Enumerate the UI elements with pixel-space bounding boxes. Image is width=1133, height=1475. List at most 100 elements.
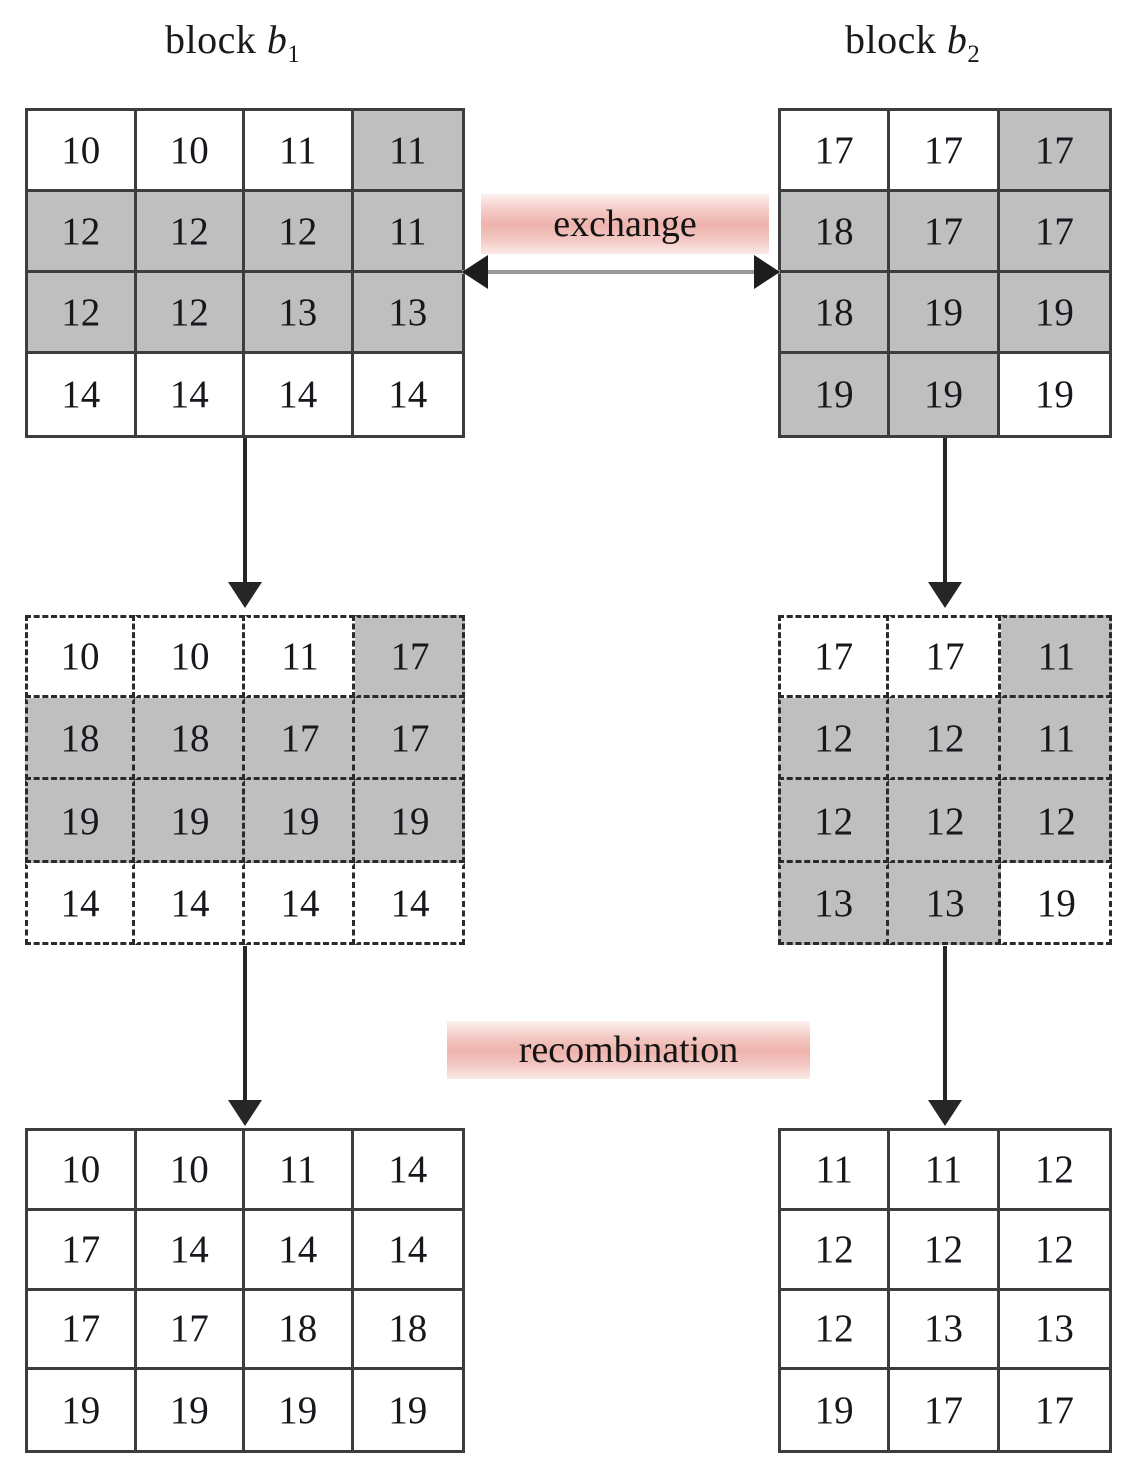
grid-cell: 14	[245, 862, 355, 945]
grid-cell: 14	[355, 862, 465, 945]
grid-cell: 19	[781, 1370, 891, 1450]
exchange-arrow-shaft	[462, 270, 780, 274]
grid-cell: 13	[778, 862, 890, 945]
grid-cell: 11	[353, 192, 462, 273]
grid-cell: 18	[25, 697, 135, 780]
grid-cell: 14	[28, 354, 137, 435]
grid-cell: 13	[353, 273, 462, 354]
grid-cell: 17	[778, 615, 890, 698]
grid-cell: 17	[999, 111, 1109, 192]
grid-cell: 11	[245, 111, 354, 192]
grid-cell: 17	[28, 1210, 137, 1291]
grid-cell: 19	[353, 1370, 462, 1450]
exchange-arrow-head-right	[754, 255, 780, 289]
grid-cell: 19	[135, 780, 245, 863]
arrow-b2-mid-to-bottom-shaft	[943, 946, 947, 1102]
arrow-b1-top-to-mid-shaft	[243, 438, 247, 584]
grid-cell: 10	[136, 111, 245, 192]
grid-cell: 14	[135, 862, 245, 945]
grid-cell: 17	[28, 1290, 137, 1371]
arrow-b1-top-to-mid-head	[228, 582, 262, 608]
grid-cell: 18	[135, 697, 245, 780]
grid-cell: 14	[353, 1131, 462, 1211]
grid-cell: 19	[245, 1370, 354, 1450]
grid-cell: 17	[355, 615, 465, 698]
grid-cell: 11	[245, 615, 355, 698]
grid-cell: 10	[28, 111, 137, 192]
grid-cell: 17	[781, 111, 891, 192]
grid-cell: 14	[136, 1210, 245, 1291]
grid-cell: 14	[353, 354, 462, 435]
grid-cell: 13	[890, 1290, 1000, 1371]
arrow-b2-top-to-mid-shaft	[943, 438, 947, 584]
grid-cell: 14	[25, 862, 135, 945]
grid-cell: 12	[778, 780, 890, 863]
arrow-b2-mid-to-bottom-head	[928, 1100, 962, 1126]
grid-cell: 17	[136, 1290, 245, 1371]
grid-cell: 12	[245, 192, 354, 273]
grid-cell: 12	[889, 697, 1001, 780]
grid-cell: 13	[999, 1290, 1109, 1371]
grid-cell: 12	[889, 780, 1001, 863]
arrow-b1-mid-to-bottom-shaft	[243, 946, 247, 1102]
grid-cell: 14	[245, 354, 354, 435]
grid-cell: 12	[136, 273, 245, 354]
arrow-b2-top-to-mid-head	[928, 582, 962, 608]
grid-cell: 12	[890, 1210, 1000, 1291]
block-b1-title-symbol: b1	[266, 17, 301, 68]
grid-cell: 14	[136, 354, 245, 435]
grid-cell: 11	[1000, 615, 1112, 698]
grid-cell: 19	[999, 354, 1109, 435]
arrow-b1-mid-to-bottom-head	[228, 1100, 262, 1126]
grid-cell: 11	[1000, 697, 1112, 780]
exchange-label: exchange	[481, 194, 769, 254]
grid-cell: 12	[781, 1290, 891, 1371]
grid-cell: 18	[245, 1290, 354, 1371]
grid-cell: 17	[890, 1370, 1000, 1450]
grid-cell: 11	[890, 1131, 1000, 1211]
exchange-arrow-head-left	[462, 255, 488, 289]
grid-cell: 13	[245, 273, 354, 354]
grid-cell: 17	[890, 192, 1000, 273]
block-b2-title-prefix: block	[845, 17, 947, 62]
grid-cell: 11	[781, 1131, 891, 1211]
grid-cell: 19	[355, 780, 465, 863]
grid-cell: 19	[28, 1370, 137, 1450]
grid-cell: 10	[135, 615, 245, 698]
grid-cell: 18	[781, 192, 891, 273]
block-b1-title: block b1	[165, 16, 300, 69]
grid-cell: 14	[245, 1210, 354, 1291]
grid-cell: 18	[781, 273, 891, 354]
grid-cell: 19	[136, 1370, 245, 1450]
grid-cell: 19	[999, 273, 1109, 354]
recombination-label: recombination	[447, 1021, 810, 1079]
grid-cell: 12	[28, 273, 137, 354]
grid-cell: 12	[28, 192, 137, 273]
grid-cell: 11	[353, 111, 462, 192]
grid-cell: 12	[999, 1131, 1109, 1211]
grid-cell: 19	[245, 780, 355, 863]
block-b2-title-symbol: b2	[946, 17, 981, 68]
block-b1-title-prefix: block	[165, 17, 267, 62]
grid-cell: 17	[245, 697, 355, 780]
grid-cell: 17	[999, 1370, 1109, 1450]
grid-cell: 18	[353, 1290, 462, 1371]
grid-cell: 17	[889, 615, 1001, 698]
grid-cell: 17	[890, 111, 1000, 192]
grid-cell: 19	[25, 780, 135, 863]
grid-cell: 12	[136, 192, 245, 273]
grid-cell: 14	[353, 1210, 462, 1291]
grid-cell: 12	[778, 697, 890, 780]
grid-cell: 19	[781, 354, 891, 435]
grid-cell: 19	[890, 273, 1000, 354]
grid-cell: 19	[1000, 862, 1112, 945]
grid-cell: 10	[28, 1131, 137, 1211]
grid-cell: 17	[355, 697, 465, 780]
